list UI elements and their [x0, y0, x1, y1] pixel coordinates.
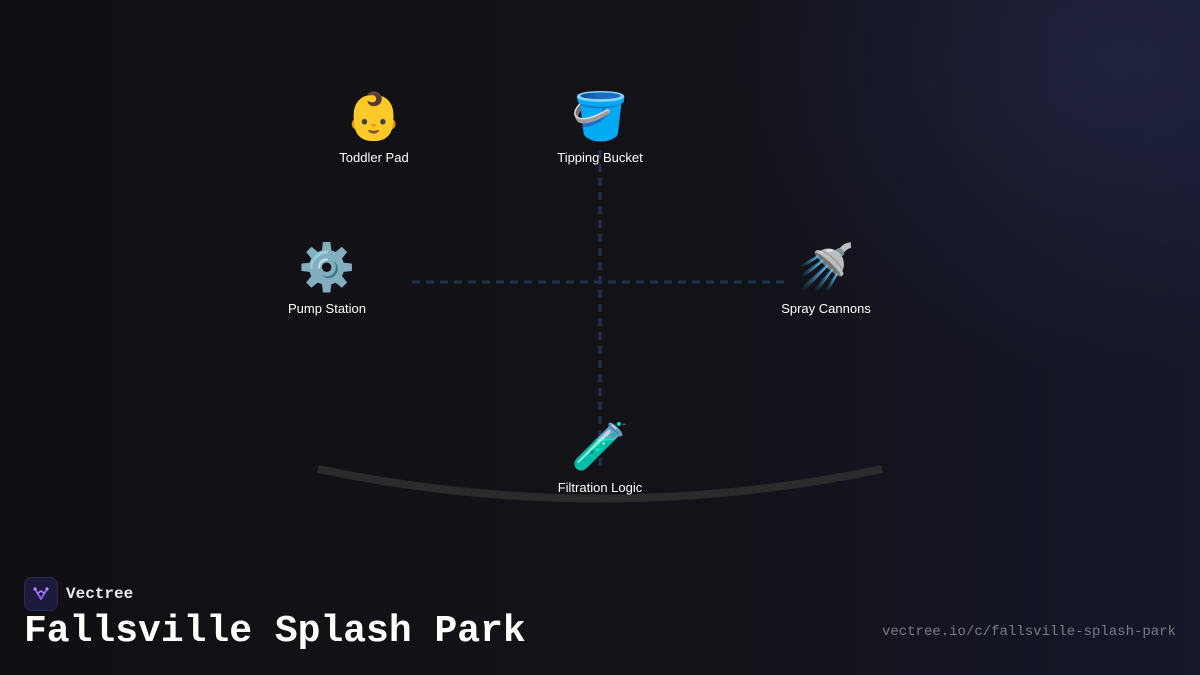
- node-pump-station[interactable]: ⚙️ Pump Station: [247, 237, 407, 316]
- test-tube-icon: 🧪: [571, 419, 629, 473]
- page-title: Fallsville Splash Park: [24, 610, 526, 653]
- shower-icon: 🚿: [797, 240, 855, 294]
- node-label: Filtration Logic: [557, 480, 643, 495]
- node-filtration-logic[interactable]: 🧪 Filtration Logic: [520, 416, 680, 495]
- bucket-icon: 🪣: [571, 89, 629, 143]
- gear-icon: ⚙️: [298, 240, 356, 294]
- node-label: Toddler Pad: [339, 150, 409, 165]
- node-label: Pump Station: [287, 301, 367, 316]
- ground-arc: [317, 465, 883, 503]
- baby-icon: 👶: [345, 89, 403, 143]
- node-spray-cannons[interactable]: 🚿 Spray Cannons: [746, 237, 906, 316]
- node-label: Spray Cannons: [781, 301, 871, 316]
- brand-name: Vectree: [66, 585, 134, 603]
- node-tipping-bucket[interactable]: 🪣 Tipping Bucket: [520, 86, 680, 165]
- vectree-logo-icon: [24, 577, 58, 611]
- brand[interactable]: Vectree: [24, 577, 133, 611]
- node-toddler-pad[interactable]: 👶 Toddler Pad: [294, 86, 454, 165]
- page-url[interactable]: vectree.io/c/fallsville-splash-park: [881, 624, 1176, 640]
- node-label: Tipping Bucket: [557, 150, 643, 165]
